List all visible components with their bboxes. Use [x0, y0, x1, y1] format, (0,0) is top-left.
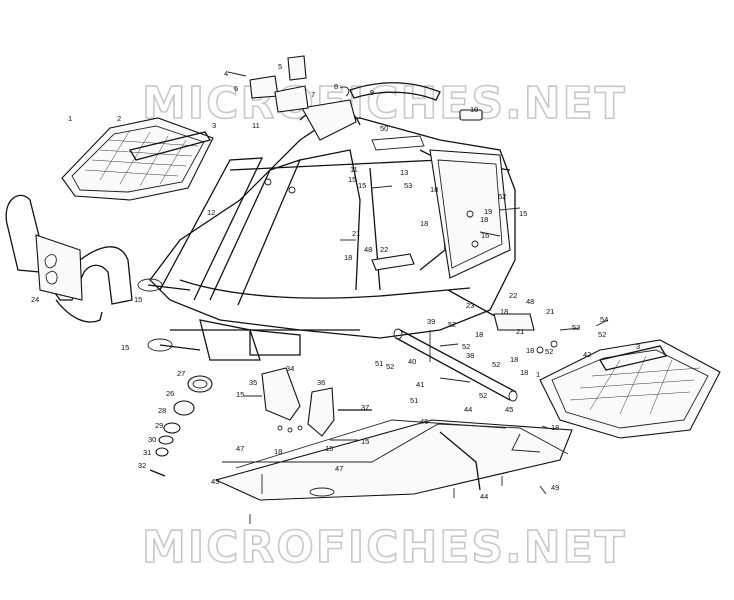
callout-50: 50	[380, 124, 388, 133]
callout-8: 8	[334, 82, 338, 91]
callout-15h: 15	[348, 175, 356, 184]
callout-3b: 3	[636, 342, 640, 351]
callout-27: 27	[177, 369, 185, 378]
callout-9: 9	[370, 88, 374, 97]
callout-11a: 11	[252, 121, 260, 130]
callout-51a: 51	[375, 359, 383, 368]
callout-35: 35	[249, 378, 257, 387]
callout-52h: 52	[492, 360, 500, 369]
callout-52a: 52	[498, 192, 506, 201]
main-frame	[137, 99, 516, 361]
callout-52d: 52	[448, 320, 456, 329]
cross-tube	[393, 328, 518, 402]
callout-18a: 18	[430, 185, 438, 194]
callout-28: 28	[158, 406, 166, 415]
callout-44a: 44	[464, 405, 472, 414]
callout-51b: 51	[410, 396, 418, 405]
callout-18b: 18	[420, 219, 428, 228]
callout-52b: 52	[572, 323, 580, 332]
callout-44b: 44	[480, 492, 488, 501]
callout-49: 49	[551, 483, 559, 492]
callout-47a: 47	[236, 444, 244, 453]
callout-34: 34	[286, 364, 294, 373]
callout-41: 41	[416, 380, 424, 389]
callout-21c: 21	[516, 327, 524, 336]
callout-53: 53	[404, 181, 412, 190]
callout-52f: 52	[462, 342, 470, 351]
callout-16: 16	[481, 231, 489, 240]
watermark-top: MICROFICHES.NET	[142, 78, 627, 129]
right-footrest	[539, 339, 721, 439]
callout-15d: 15	[121, 343, 129, 352]
callout-15c: 15	[134, 295, 142, 304]
callout-21b: 21	[546, 307, 554, 316]
callout-45: 45	[505, 405, 513, 414]
callout-22b: 22	[509, 291, 517, 300]
callout-52g: 52	[386, 362, 394, 371]
callout-46: 46	[420, 417, 428, 426]
callout-15f: 15	[361, 437, 369, 446]
fasteners-right	[340, 185, 609, 354]
callout-18e: 18	[500, 307, 508, 316]
callout-2: 2	[117, 114, 121, 123]
callout-23: 23	[466, 301, 474, 310]
callout-43: 43	[211, 477, 219, 486]
callout-13: 13	[400, 168, 408, 177]
callout-52c: 52	[598, 330, 606, 339]
callout-15a: 15	[358, 181, 366, 190]
callout-18h: 18	[510, 355, 518, 364]
callout-24: 24	[31, 295, 39, 304]
callout-18i: 18	[520, 368, 528, 377]
callout-37: 37	[361, 403, 369, 412]
callout-6: 6	[234, 84, 238, 93]
bottom-screws	[249, 425, 549, 524]
callout-21a: 21	[352, 229, 360, 238]
callout-15b: 15	[519, 209, 527, 218]
callout-47b: 47	[335, 464, 343, 473]
callout-1b: 1	[536, 370, 540, 379]
callout-32: 32	[138, 461, 146, 470]
callout-54: 54	[600, 315, 608, 324]
front-bumper	[5, 194, 133, 323]
callout-18g: 18	[526, 346, 534, 355]
callout-19: 19	[484, 207, 492, 216]
callout-26: 26	[166, 389, 174, 398]
callout-38: 38	[466, 351, 474, 360]
callout-10: 10	[470, 105, 478, 114]
callout-42: 42	[583, 350, 591, 359]
callout-52e: 52	[545, 347, 553, 356]
callout-18d: 18	[344, 253, 352, 262]
callout-3: 3	[212, 121, 216, 130]
top-parts	[227, 55, 483, 151]
callout-5: 5	[278, 62, 282, 71]
skid-plate	[214, 419, 573, 501]
callout-7: 7	[311, 90, 315, 99]
callout-30: 30	[148, 435, 156, 444]
callout-18f: 18	[475, 330, 483, 339]
callout-48b: 48	[526, 297, 534, 306]
callout-15e: 15	[236, 390, 244, 399]
callout-4: 4	[224, 69, 228, 78]
callout-39: 39	[427, 317, 435, 326]
skid-brackets	[244, 367, 372, 447]
pivot-bushings	[149, 375, 213, 477]
callout-15g: 15	[325, 444, 333, 453]
callout-29: 29	[155, 421, 163, 430]
callout-1: 1	[68, 114, 72, 123]
callout-31: 31	[143, 448, 151, 457]
callout-18j: 18	[274, 447, 282, 456]
callout-18k: 18	[551, 423, 559, 432]
callout-48a: 48	[364, 245, 372, 254]
callout-36: 36	[317, 378, 325, 387]
callout-labels: 1 2 3 4 5 6 7 8 9 10 11 50 11 12 13 53 1…	[31, 62, 640, 501]
left-footrest	[61, 117, 214, 201]
callout-22a: 22	[380, 245, 388, 254]
watermark-bottom: MICROFICHES.NET	[142, 522, 627, 573]
callout-40: 40	[408, 357, 416, 366]
callout-18c: 18	[480, 215, 488, 224]
callout-11b: 11	[350, 165, 358, 174]
callout-52i: 52	[479, 391, 487, 400]
callout-12: 12	[207, 208, 215, 217]
